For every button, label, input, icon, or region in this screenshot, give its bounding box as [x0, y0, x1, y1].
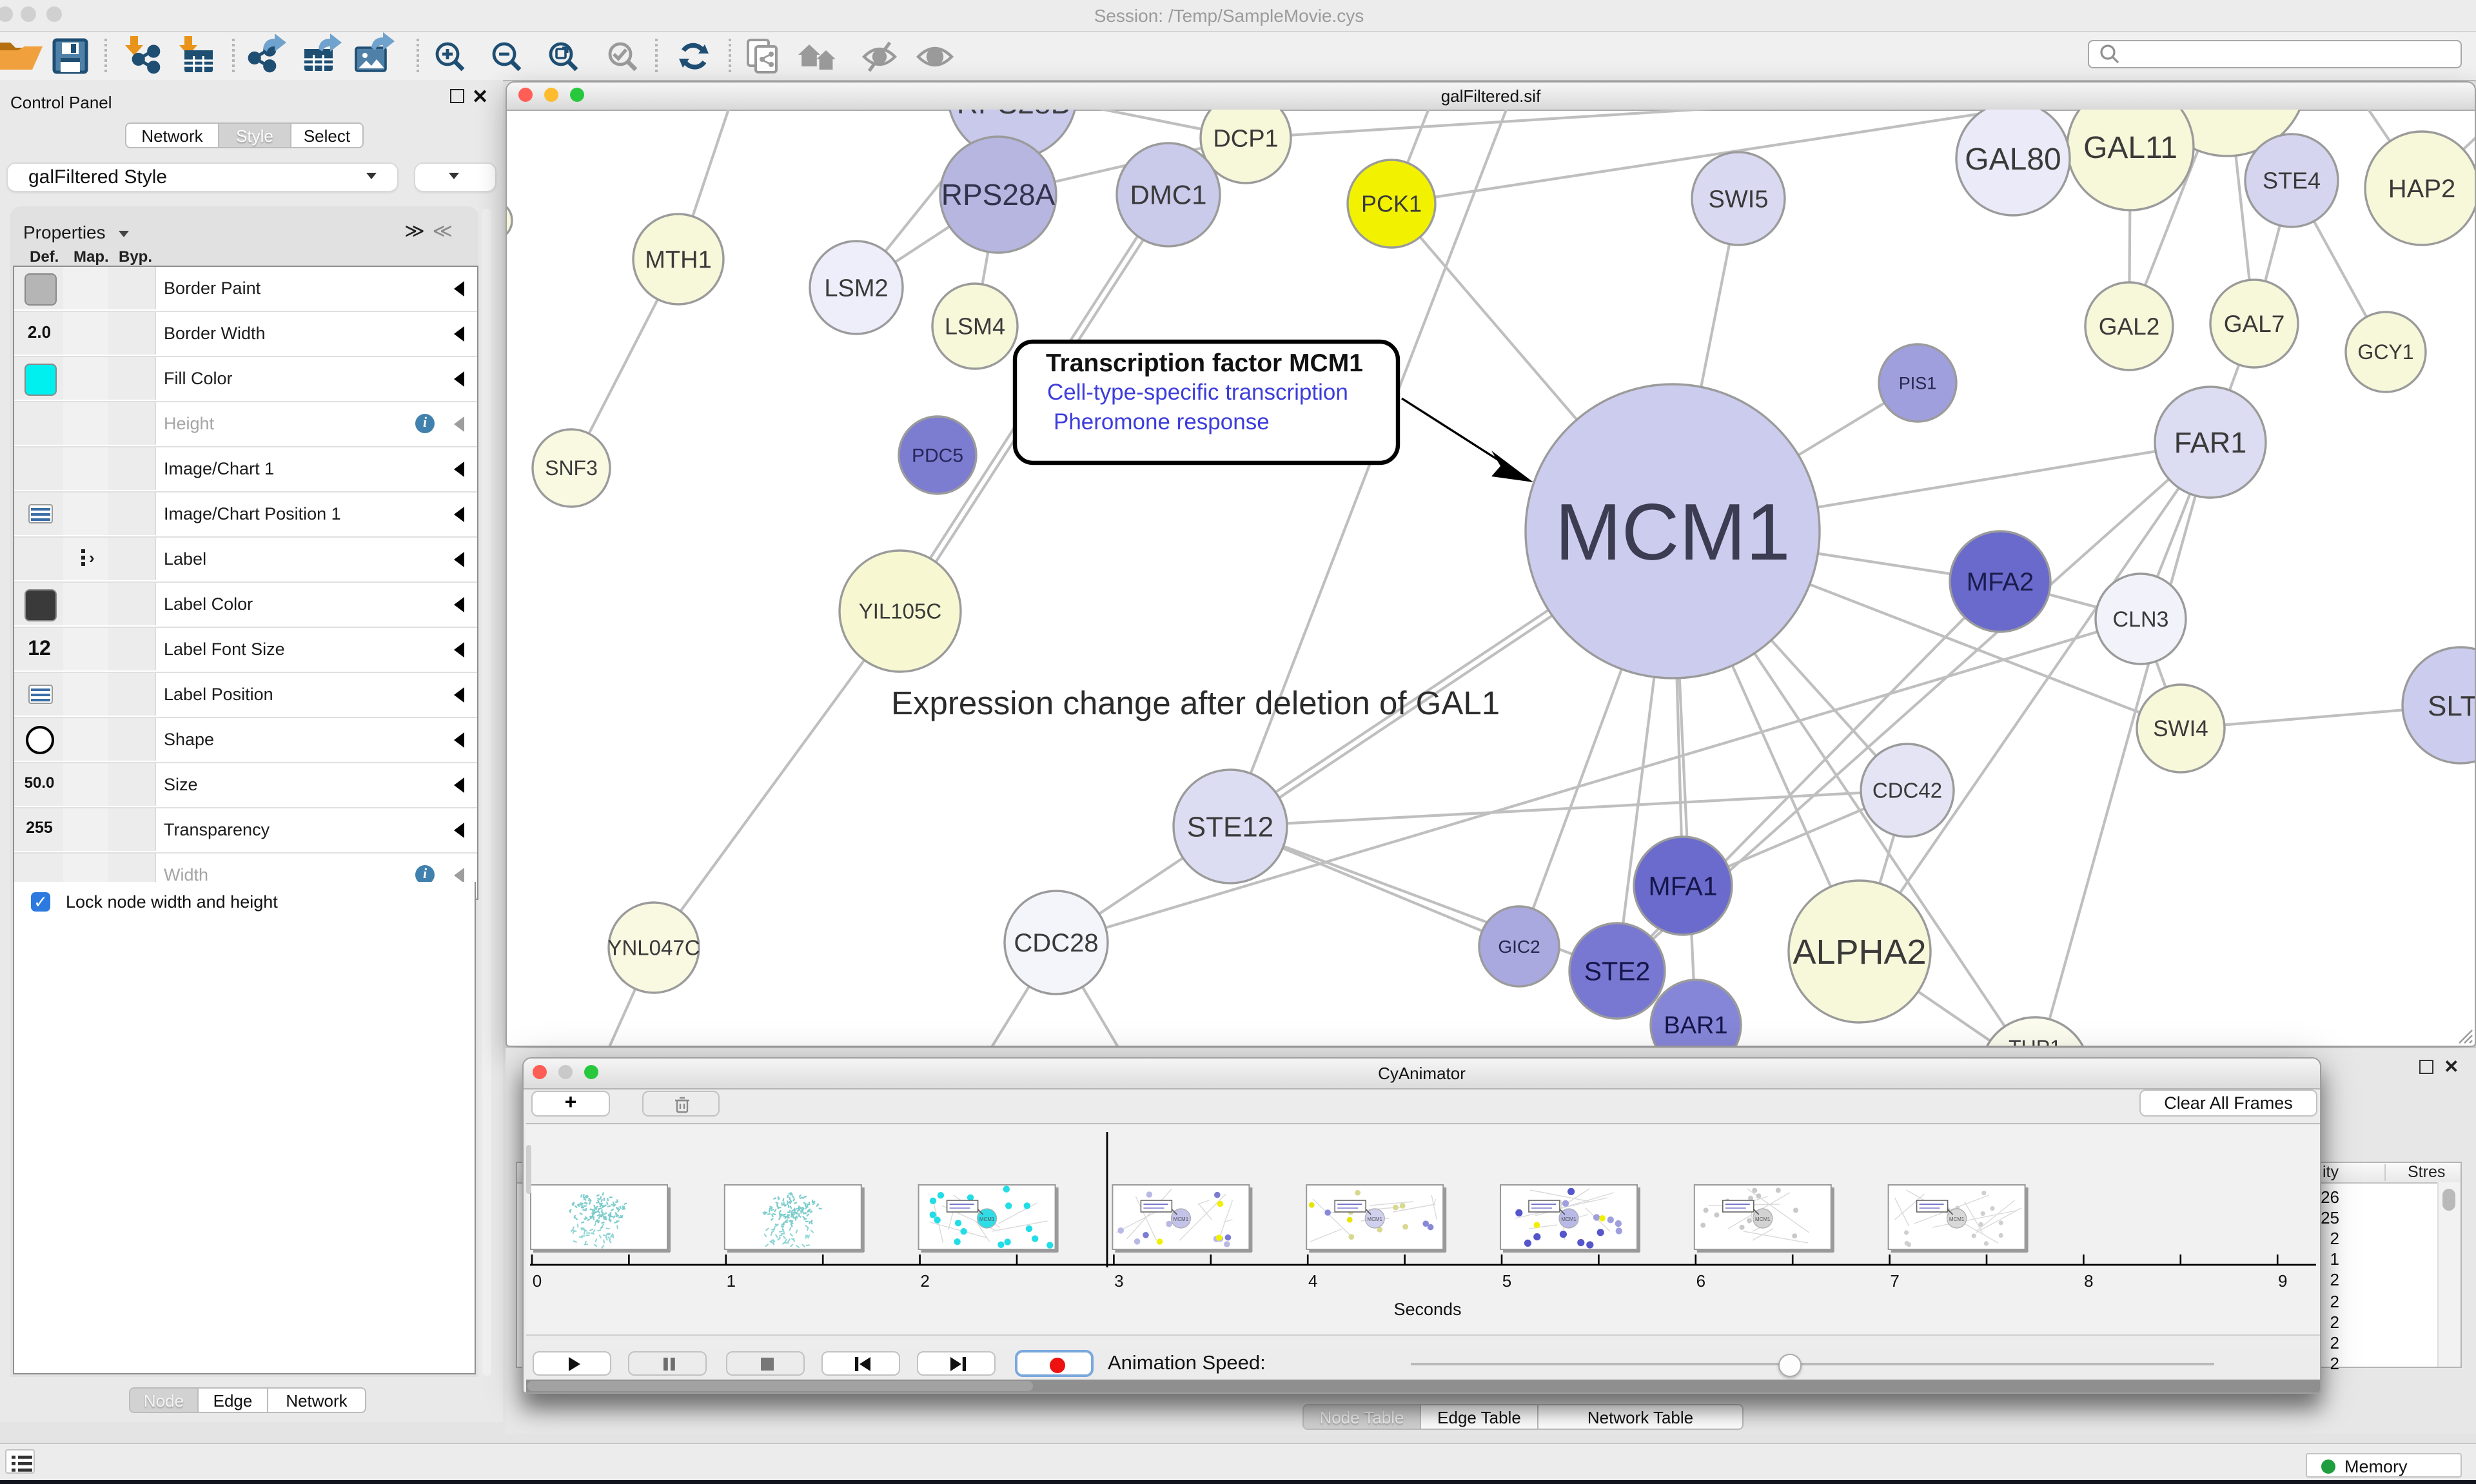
svg-text:6: 6 [1696, 1271, 1705, 1291]
svg-text:LSM4: LSM4 [945, 313, 1005, 340]
svg-text:ALPHA2: ALPHA2 [1793, 933, 1926, 971]
svg-text:PCK1: PCK1 [1361, 191, 1422, 217]
svg-text:SNF3: SNF3 [545, 456, 598, 480]
svg-text:STE12: STE12 [1187, 811, 1274, 843]
svg-text:GAL80: GAL80 [1965, 142, 2061, 177]
svg-text:YIL105C: YIL105C [859, 600, 941, 623]
svg-text:7: 7 [1890, 1271, 1899, 1291]
svg-text:CLN3: CLN3 [2113, 607, 2169, 632]
svg-text:MFA2: MFA2 [1967, 568, 2034, 596]
svg-text:SWI5: SWI5 [1709, 186, 1769, 213]
svg-text:CDC28: CDC28 [1014, 929, 1098, 957]
svg-text:FAR1: FAR1 [2174, 426, 2247, 459]
svg-text:MTH1: MTH1 [645, 246, 711, 273]
svg-text:GAL2: GAL2 [2099, 313, 2160, 340]
svg-text:PDC5: PDC5 [912, 445, 963, 466]
svg-text:GCY1: GCY1 [2357, 340, 2413, 364]
svg-text:RPS28B: RPS28B [957, 110, 1070, 120]
svg-text:STE4: STE4 [2263, 168, 2321, 194]
svg-text:1: 1 [727, 1271, 736, 1291]
svg-text:MCM1: MCM1 [1949, 1216, 1965, 1222]
svg-text:TUP1: TUP1 [2009, 1036, 2061, 1046]
svg-text:MFA1: MFA1 [1648, 871, 1717, 901]
svg-text:DCP1: DCP1 [1213, 125, 1278, 152]
svg-text:GAL7: GAL7 [2224, 311, 2285, 337]
svg-text:4: 4 [1308, 1271, 1317, 1291]
svg-text:SWI4: SWI4 [2153, 716, 2208, 741]
svg-text:3: 3 [1114, 1271, 1123, 1291]
svg-text:8: 8 [2084, 1271, 2093, 1291]
svg-text:Cell-type-specific transcripti: Cell-type-specific transcription [1047, 380, 1348, 405]
svg-text:BAR1: BAR1 [1664, 1012, 1727, 1039]
svg-text:MCM1: MCM1 [1755, 1216, 1771, 1222]
svg-text:Seconds: Seconds [1393, 1300, 1461, 1319]
svg-text:MCM1: MCM1 [1561, 1216, 1577, 1222]
svg-text:MCM1: MCM1 [979, 1216, 995, 1222]
svg-text:STE2: STE2 [1584, 956, 1651, 986]
svg-text:Transcription factor MCM1: Transcription factor MCM1 [1046, 349, 1363, 377]
svg-text:MCM1: MCM1 [1367, 1216, 1382, 1222]
svg-text:RPS28A: RPS28A [941, 178, 1056, 211]
svg-text:SLT2: SLT2 [2428, 690, 2475, 722]
svg-text:YNL047C: YNL047C [607, 936, 700, 960]
svg-text:GAL11: GAL11 [2083, 131, 2177, 165]
svg-text:MCM1: MCM1 [1555, 488, 1790, 577]
svg-text:MCM1: MCM1 [1174, 1216, 1189, 1222]
svg-text:Pheromone response: Pheromone response [1054, 409, 1270, 434]
svg-text:Expression change after deleti: Expression change after deletion of GAL1 [891, 685, 1500, 721]
svg-text:CDC42: CDC42 [1872, 779, 1942, 803]
svg-text:GIC2: GIC2 [1498, 937, 1540, 957]
svg-text:PIS1: PIS1 [1899, 373, 1937, 393]
svg-text:HAP2: HAP2 [2388, 175, 2456, 203]
svg-text:2: 2 [920, 1271, 929, 1291]
svg-text:DMC1: DMC1 [1130, 180, 1206, 210]
svg-text:0: 0 [533, 1271, 542, 1291]
svg-text:LSM2: LSM2 [824, 275, 888, 302]
svg-text:9: 9 [2278, 1271, 2287, 1291]
svg-text:5: 5 [1502, 1271, 1511, 1291]
